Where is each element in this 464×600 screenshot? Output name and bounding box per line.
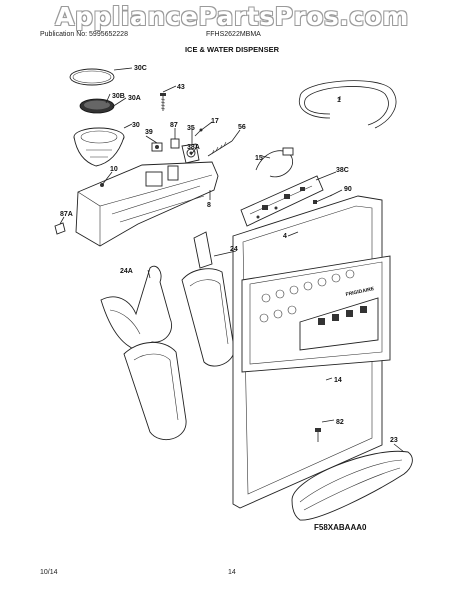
label-10: 10 [110,166,118,173]
label-38a: 38A [187,144,200,151]
diagram-title: ICE & WATER DISPENSER [184,45,280,54]
label-8: 8 [207,202,211,209]
label-24a: 24A [120,268,133,275]
part-87-clip [170,138,180,149]
part-87a-clip [54,222,66,235]
footer-page-number: 14 [228,569,236,576]
model-number: FFHS2622MBMA [206,31,261,38]
label-38c: 38C [336,167,349,174]
part-23-tray [291,450,413,521]
part-56-rod [207,140,233,157]
label-56: 56 [238,124,246,131]
leader-lines [59,67,405,453]
part-8-housing [75,161,219,247]
label-43: 43 [177,84,185,91]
label-17: 17 [211,118,219,125]
label-35: 35 [187,125,195,132]
part-38c-board [240,175,324,227]
part-14-panel: FRIGIDAIRE [241,255,391,373]
part-24-paddle [181,231,235,367]
part-82-screw [315,428,321,442]
footer-date: 10/14 [40,569,58,576]
part-90-screw [313,194,333,204]
label-90: 90 [344,186,352,193]
part-43-screw [160,93,166,111]
part-24a-chute [100,265,187,441]
part-1-tube [298,80,397,129]
label-30a: 30A [128,95,141,102]
label-14: 14 [334,377,342,384]
part-39-clip [151,142,163,152]
label-4: 4 [283,233,287,240]
label-87a: 87A [60,211,73,218]
label-24: 24 [230,246,238,253]
label-30: 30 [132,122,140,129]
diagram-code: F58XABAAA0 [314,523,367,532]
label-87: 87 [170,122,178,129]
label-39: 39 [145,129,153,136]
label-30c: 30C [134,65,147,72]
part-30c-ring [69,68,115,86]
label-1: 1 [337,97,341,104]
part-38a-solenoid [181,143,200,164]
label-82: 82 [336,419,344,426]
watermark: AppliancePartsPros.com [55,2,409,31]
part-30b-mesh [79,98,115,114]
part-15-harness [255,147,294,178]
label-23: 23 [390,437,398,444]
label-15: 15 [255,155,263,162]
label-30b: 30B [112,93,125,100]
part-labels: 30C 30B 30A 43 30 39 87 35 17 56 38A 1 1… [60,65,398,444]
publication-number: Publication No: 5995652228 [40,31,128,38]
part-30-funnel [73,127,125,167]
